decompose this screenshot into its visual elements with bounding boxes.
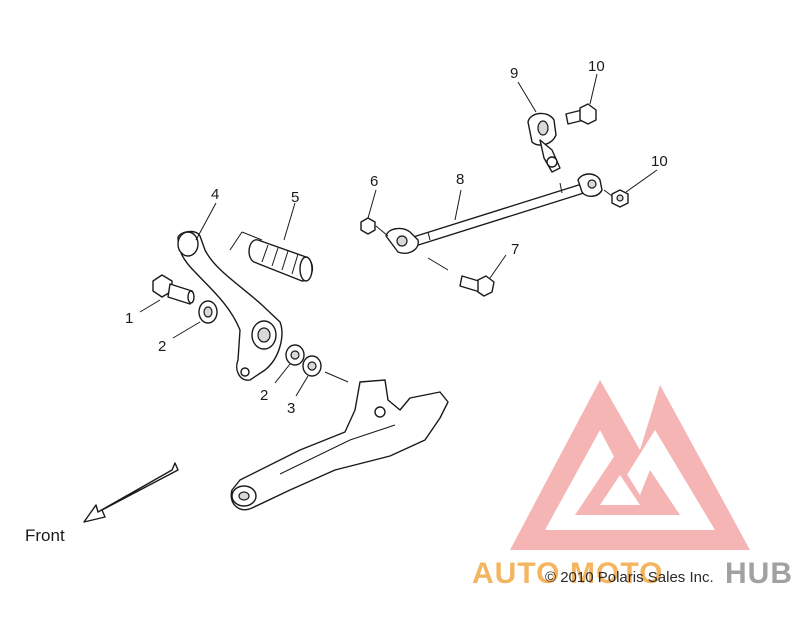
callout-2-lower: 2	[260, 387, 268, 404]
callout-1: 1	[125, 310, 133, 327]
part-2-washer-upper	[198, 300, 218, 324]
callout-9: 9	[510, 65, 518, 82]
callout-10-upper: 10	[588, 58, 605, 75]
front-arrow	[83, 462, 179, 523]
part-7-bolt	[459, 275, 495, 297]
part-9-shift-arm	[527, 112, 561, 173]
part-1-bolt	[152, 274, 195, 305]
part-5-shifter-peg	[248, 239, 313, 282]
callout-10-lower: 10	[651, 153, 668, 170]
part-3-washer	[302, 355, 322, 377]
leader-lines	[139, 73, 658, 397]
watermark-text: AUTO MOTO HUB	[472, 557, 793, 590]
watermark-text-hub: HUB	[725, 557, 793, 590]
copyright-text: © 2010 Polaris Sales Inc.	[545, 569, 714, 586]
part-10-bolt-upper	[565, 103, 597, 125]
footrest-bracket	[230, 379, 449, 511]
part-4-shift-lever	[177, 230, 283, 381]
part-6-nut	[360, 217, 376, 235]
callout-7: 7	[511, 241, 519, 258]
callout-6: 6	[370, 173, 378, 190]
callout-5: 5	[291, 189, 299, 206]
callout-4: 4	[211, 186, 219, 203]
part-8-shift-rod	[385, 173, 603, 254]
callout-3: 3	[287, 400, 295, 417]
callout-2-upper: 2	[158, 338, 166, 355]
front-label: Front	[25, 526, 65, 545]
part-2-washer-lower	[285, 344, 305, 366]
watermark-text-auto: AUTO	[472, 557, 560, 590]
watermark-text-moto: MOTO	[570, 557, 663, 590]
callout-numbers: 1 2 2 3 4 5 6 7 8 9 10 10	[125, 58, 668, 417]
callout-8: 8	[456, 171, 464, 188]
part-10-nut-lower	[611, 189, 629, 208]
watermark-logo	[510, 380, 750, 550]
